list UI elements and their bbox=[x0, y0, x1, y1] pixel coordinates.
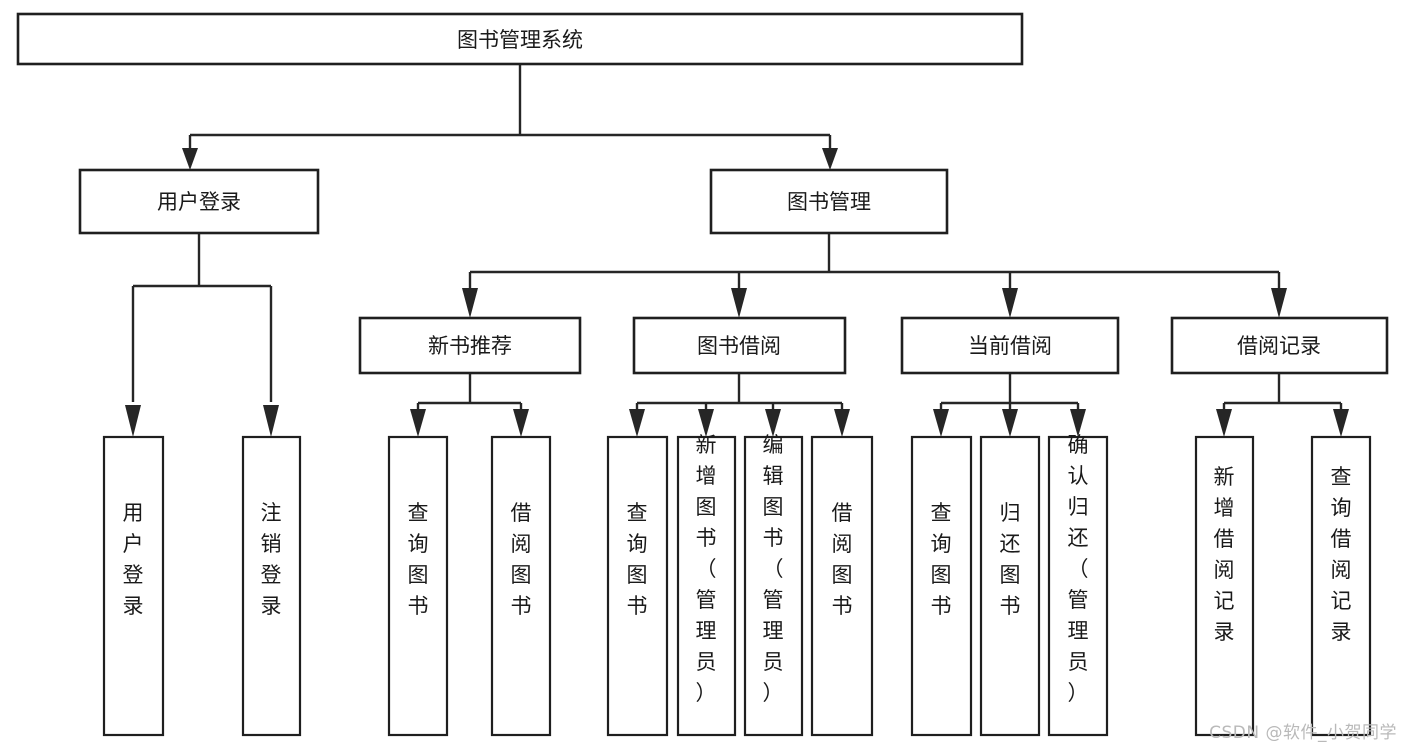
arrow-to-return-book bbox=[1002, 409, 1018, 437]
arrow-to-record bbox=[1271, 288, 1287, 318]
node-leaf-borrow-book-1-label: 借阅图书 bbox=[511, 501, 532, 618]
node-new-book-recommend[interactable]: 新书推荐 bbox=[358, 316, 582, 375]
node-leaf-user-login-label: 用户登录 bbox=[123, 501, 144, 618]
node-book-manage-label: 图书管理 bbox=[787, 190, 871, 214]
node-book-borrow[interactable]: 图书借阅 bbox=[632, 316, 847, 375]
arrow-to-query-book-2 bbox=[629, 409, 645, 437]
edge-layer bbox=[125, 64, 1349, 437]
node-leaf-edit-book[interactable]: 编辑图书（管理员） bbox=[743, 433, 804, 737]
node-leaf-query-book-1[interactable]: 查询图书 bbox=[387, 435, 449, 737]
arrow-to-query-record bbox=[1333, 409, 1349, 437]
arrow-to-add-book bbox=[698, 409, 714, 437]
arrow-to-confirm-return bbox=[1070, 409, 1086, 437]
node-book-borrow-label: 图书借阅 bbox=[697, 334, 781, 358]
node-leaf-return-book-label: 归还图书 bbox=[1000, 501, 1021, 618]
node-leaf-borrow-book-1[interactable]: 借阅图书 bbox=[490, 435, 552, 737]
node-root[interactable]: 图书管理系统 bbox=[16, 12, 1024, 66]
node-layer: 图书管理系统 用户登录 图书管理 新书推荐 图书借阅 当前 bbox=[16, 12, 1389, 737]
node-borrow-record-label: 借阅记录 bbox=[1237, 334, 1321, 358]
node-leaf-query-book-1-label: 查询图书 bbox=[408, 501, 429, 618]
arrow-to-book-manage bbox=[822, 148, 838, 170]
node-leaf-query-record-label: 查询借阅记录 bbox=[1331, 465, 1352, 644]
node-leaf-borrow-book-2-label: 借阅图书 bbox=[832, 501, 853, 618]
node-leaf-borrow-book-2[interactable]: 借阅图书 bbox=[810, 435, 874, 737]
arrow-to-borrow-book-2 bbox=[834, 409, 850, 437]
csdn-watermark: CSDN @软件_小贺同学 bbox=[1209, 723, 1397, 743]
node-leaf-logout[interactable]: 注销登录 bbox=[241, 435, 302, 737]
node-leaf-query-record[interactable]: 查询借阅记录 bbox=[1310, 435, 1372, 737]
node-leaf-add-record[interactable]: 新增借阅记录 bbox=[1194, 435, 1255, 737]
node-borrow-record[interactable]: 借阅记录 bbox=[1170, 316, 1389, 375]
node-book-manage[interactable]: 图书管理 bbox=[709, 168, 949, 235]
node-current-borrow-label: 当前借阅 bbox=[968, 334, 1052, 358]
node-leaf-add-book[interactable]: 新增图书（管理员） bbox=[676, 433, 737, 737]
arrow-to-borrow bbox=[731, 288, 747, 318]
arrow-to-add-record bbox=[1216, 409, 1232, 437]
node-new-book-recommend-label: 新书推荐 bbox=[428, 334, 512, 358]
arrow-to-user-login bbox=[182, 148, 198, 170]
arrow-to-borrow-book-1 bbox=[513, 409, 529, 437]
node-leaf-query-book-3[interactable]: 查询图书 bbox=[910, 435, 973, 737]
node-leaf-add-record-label: 新增借阅记录 bbox=[1214, 465, 1235, 644]
node-leaf-logout-label: 注销登录 bbox=[261, 501, 282, 618]
node-leaf-confirm-return-label: 确认归还（管理员） bbox=[1068, 433, 1089, 705]
arrow-to-leaf-user-login bbox=[125, 405, 141, 437]
node-current-borrow[interactable]: 当前借阅 bbox=[900, 316, 1120, 375]
node-leaf-confirm-return[interactable]: 确认归还（管理员） bbox=[1047, 433, 1109, 737]
arrow-to-current bbox=[1002, 288, 1018, 318]
node-user-login[interactable]: 用户登录 bbox=[78, 168, 320, 235]
node-leaf-edit-book-label: 编辑图书（管理员） bbox=[763, 433, 784, 705]
node-leaf-query-book-2[interactable]: 查询图书 bbox=[606, 435, 669, 737]
node-leaf-user-login[interactable]: 用户登录 bbox=[102, 435, 165, 737]
arrow-to-query-book-1 bbox=[410, 409, 426, 437]
arrow-to-query-book-3 bbox=[933, 409, 949, 437]
node-leaf-add-book-label: 新增图书（管理员） bbox=[696, 433, 717, 705]
node-leaf-query-book-2-label: 查询图书 bbox=[627, 501, 648, 618]
node-root-label: 图书管理系统 bbox=[457, 28, 583, 52]
arrow-to-leaf-logout bbox=[263, 405, 279, 437]
arrow-to-recommend bbox=[462, 288, 478, 318]
arrow-to-edit-book bbox=[765, 409, 781, 437]
node-user-login-label: 用户登录 bbox=[157, 190, 241, 214]
node-leaf-query-book-3-label: 查询图书 bbox=[931, 501, 952, 618]
node-leaf-return-book[interactable]: 归还图书 bbox=[979, 435, 1041, 737]
